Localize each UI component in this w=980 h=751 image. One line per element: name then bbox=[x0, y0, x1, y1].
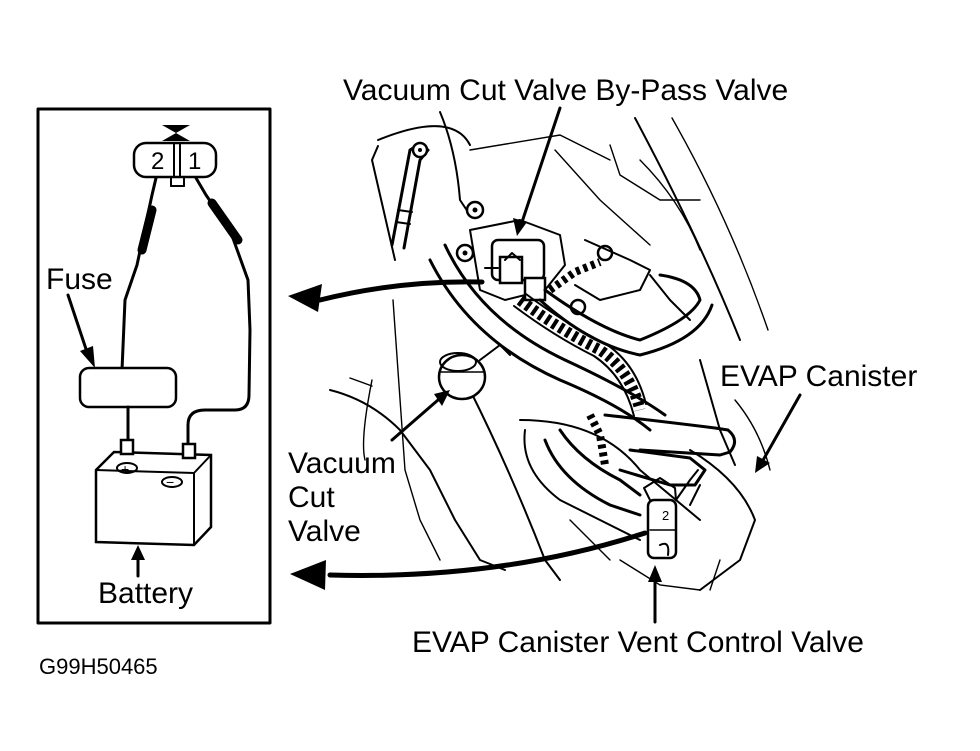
bypass-valve-label: Vacuum Cut Valve By-Pass Valve bbox=[343, 74, 788, 107]
battery-negative-mark: − bbox=[166, 474, 174, 490]
fuse-pointer bbox=[66, 293, 90, 357]
inset-frame bbox=[36, 107, 272, 625]
vacuum-cut-valve-label-line3: Valve bbox=[288, 515, 361, 548]
evap-canister-label: EVAP Canister bbox=[720, 360, 917, 393]
battery-symbol: + − bbox=[94, 438, 213, 547]
vacuum-cut-valve-leader bbox=[390, 390, 450, 442]
evap-canister-vent-control-valve: 2 bbox=[643, 469, 701, 560]
connector-pin-1: 1 bbox=[188, 148, 201, 175]
vacuum-cut-valve-label-line1: Vacuum bbox=[288, 447, 396, 480]
connector-pin-2: 2 bbox=[151, 148, 164, 175]
fuse-label: Fuse bbox=[46, 263, 113, 296]
lead-wire-left bbox=[120, 176, 158, 372]
figure-id: G99H50465 bbox=[39, 654, 158, 679]
fuse-symbol bbox=[78, 366, 178, 409]
vent-valve-pin-mark: 2 bbox=[662, 508, 669, 523]
lead-wire-right bbox=[186, 176, 252, 457]
evap-canister-leader bbox=[755, 393, 802, 473]
connector-symbol: 2 1 bbox=[132, 125, 218, 187]
vacuum-cut-valve bbox=[437, 344, 511, 401]
bypass-valve-leader bbox=[513, 106, 562, 236]
curved-arrow-bottom bbox=[290, 530, 648, 590]
vacuum-cut-valve-label-line2: Cut bbox=[288, 481, 335, 514]
battery-label: Battery bbox=[98, 577, 193, 610]
vent-control-valve-label: EVAP Canister Vent Control Valve bbox=[412, 626, 864, 659]
test-circuit-inset: 2 1 + − bbox=[36, 107, 272, 625]
curved-arrow-top bbox=[288, 279, 485, 312]
engine-bay-illustration: 2 bbox=[329, 111, 771, 591]
battery-positive-mark: + bbox=[121, 461, 129, 477]
vent-valve-leader bbox=[648, 565, 662, 624]
vacuum-cut-valve-bypass-valve bbox=[484, 238, 547, 302]
